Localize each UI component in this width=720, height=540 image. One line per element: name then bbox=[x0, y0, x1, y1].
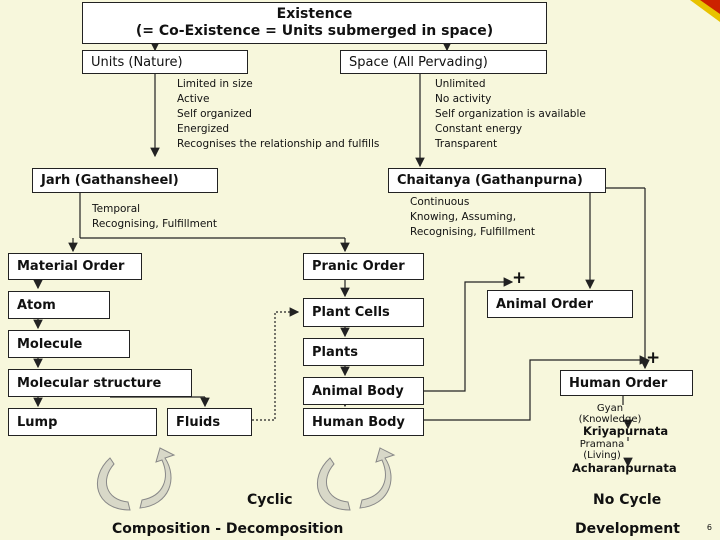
pramana-label: Pramana (Living) bbox=[570, 439, 634, 461]
existence-subtitle: (= Co-Existence = Units submerged in spa… bbox=[135, 23, 494, 39]
chaitanya-properties: Continuous Knowing, Assuming, Recognisin… bbox=[410, 195, 535, 240]
jarh-properties: Temporal Recognising, Fulfillment bbox=[92, 202, 217, 232]
chaitanya-prop: Knowing, Assuming, bbox=[410, 211, 517, 223]
space-prop: Unlimited bbox=[435, 78, 486, 90]
animal-body-box: Animal Body bbox=[303, 377, 424, 405]
arrow-animalbody-animalorder bbox=[412, 277, 514, 392]
chaitanya-prop: Continuous bbox=[410, 196, 470, 208]
kriyapurnata-label: Kriyapurnata bbox=[583, 424, 669, 438]
space-prop: Self organization is available bbox=[435, 108, 586, 120]
molecular-structure-box: Molecular structure bbox=[8, 369, 192, 397]
cyclic-label: Cyclic bbox=[247, 492, 293, 508]
jarh-prop: Recognising, Fulfillment bbox=[92, 218, 218, 230]
corner-flag-icon bbox=[690, 0, 720, 22]
fluids-box: Fluids bbox=[167, 408, 252, 436]
existence-box: Existence (= Co-Existence = Units submer… bbox=[82, 2, 547, 44]
molecule-box: Molecule bbox=[8, 330, 130, 358]
cyclic-arrows-left bbox=[96, 447, 176, 511]
chaitanya-prop: Recognising, Fulfillment bbox=[410, 226, 536, 238]
plus-human: + bbox=[646, 348, 661, 368]
space-prop: Transparent bbox=[435, 138, 498, 150]
plants-box: Plants bbox=[303, 338, 424, 366]
units-prop: Active bbox=[177, 93, 210, 105]
space-prop: Constant energy bbox=[435, 123, 523, 135]
plus-animal: + bbox=[512, 268, 527, 288]
units-prop: Energized bbox=[177, 123, 230, 135]
dashed-fluids-plantcells bbox=[252, 307, 300, 421]
units-prop: Limited in size bbox=[177, 78, 253, 90]
units-properties: Limited in size Active Self organized En… bbox=[177, 77, 379, 152]
material-order-box: Material Order bbox=[8, 253, 142, 280]
space-prop: No activity bbox=[435, 93, 492, 105]
development-label: Development bbox=[575, 521, 680, 537]
page-number: 6 bbox=[706, 523, 712, 532]
units-nature-box: Units (Nature) bbox=[82, 50, 248, 74]
human-order-box: Human Order bbox=[560, 370, 693, 396]
composition-label: Composition - Decomposition bbox=[112, 521, 344, 537]
human-body-box: Human Body bbox=[303, 408, 424, 436]
atom-box: Atom bbox=[8, 291, 110, 319]
gyan-text: Gyan bbox=[596, 403, 624, 414]
existence-title: Existence bbox=[276, 6, 353, 22]
pramana-text: Pramana bbox=[579, 439, 625, 450]
units-prop: Recognises the relationship and fulfills bbox=[177, 138, 380, 150]
acharanpurnata-label: Acharanpurnata bbox=[572, 461, 677, 475]
gyan-label: Gyan (Knowledge) bbox=[560, 403, 660, 425]
living-text: (Living) bbox=[583, 450, 621, 461]
pranic-order-box: Pranic Order bbox=[303, 253, 424, 280]
space-box: Space (All Pervading) bbox=[340, 50, 547, 74]
jarh-box: Jarh (Gathansheel) bbox=[32, 168, 218, 193]
arrow-humanbody-humanorder bbox=[412, 355, 650, 421]
cyclic-arrows-right bbox=[316, 447, 396, 511]
space-properties: Unlimited No activity Self organization … bbox=[435, 77, 586, 152]
knowledge-text: (Knowledge) bbox=[578, 414, 642, 425]
jarh-prop: Temporal bbox=[92, 203, 141, 215]
lump-box: Lump bbox=[8, 408, 157, 436]
units-prop: Self organized bbox=[177, 108, 252, 120]
no-cycle-label: No Cycle bbox=[593, 492, 662, 508]
animal-order-box: Animal Order bbox=[487, 290, 633, 318]
plant-cells-box: Plant Cells bbox=[303, 298, 424, 327]
chaitanya-box: Chaitanya (Gathanpurna) bbox=[388, 168, 606, 193]
